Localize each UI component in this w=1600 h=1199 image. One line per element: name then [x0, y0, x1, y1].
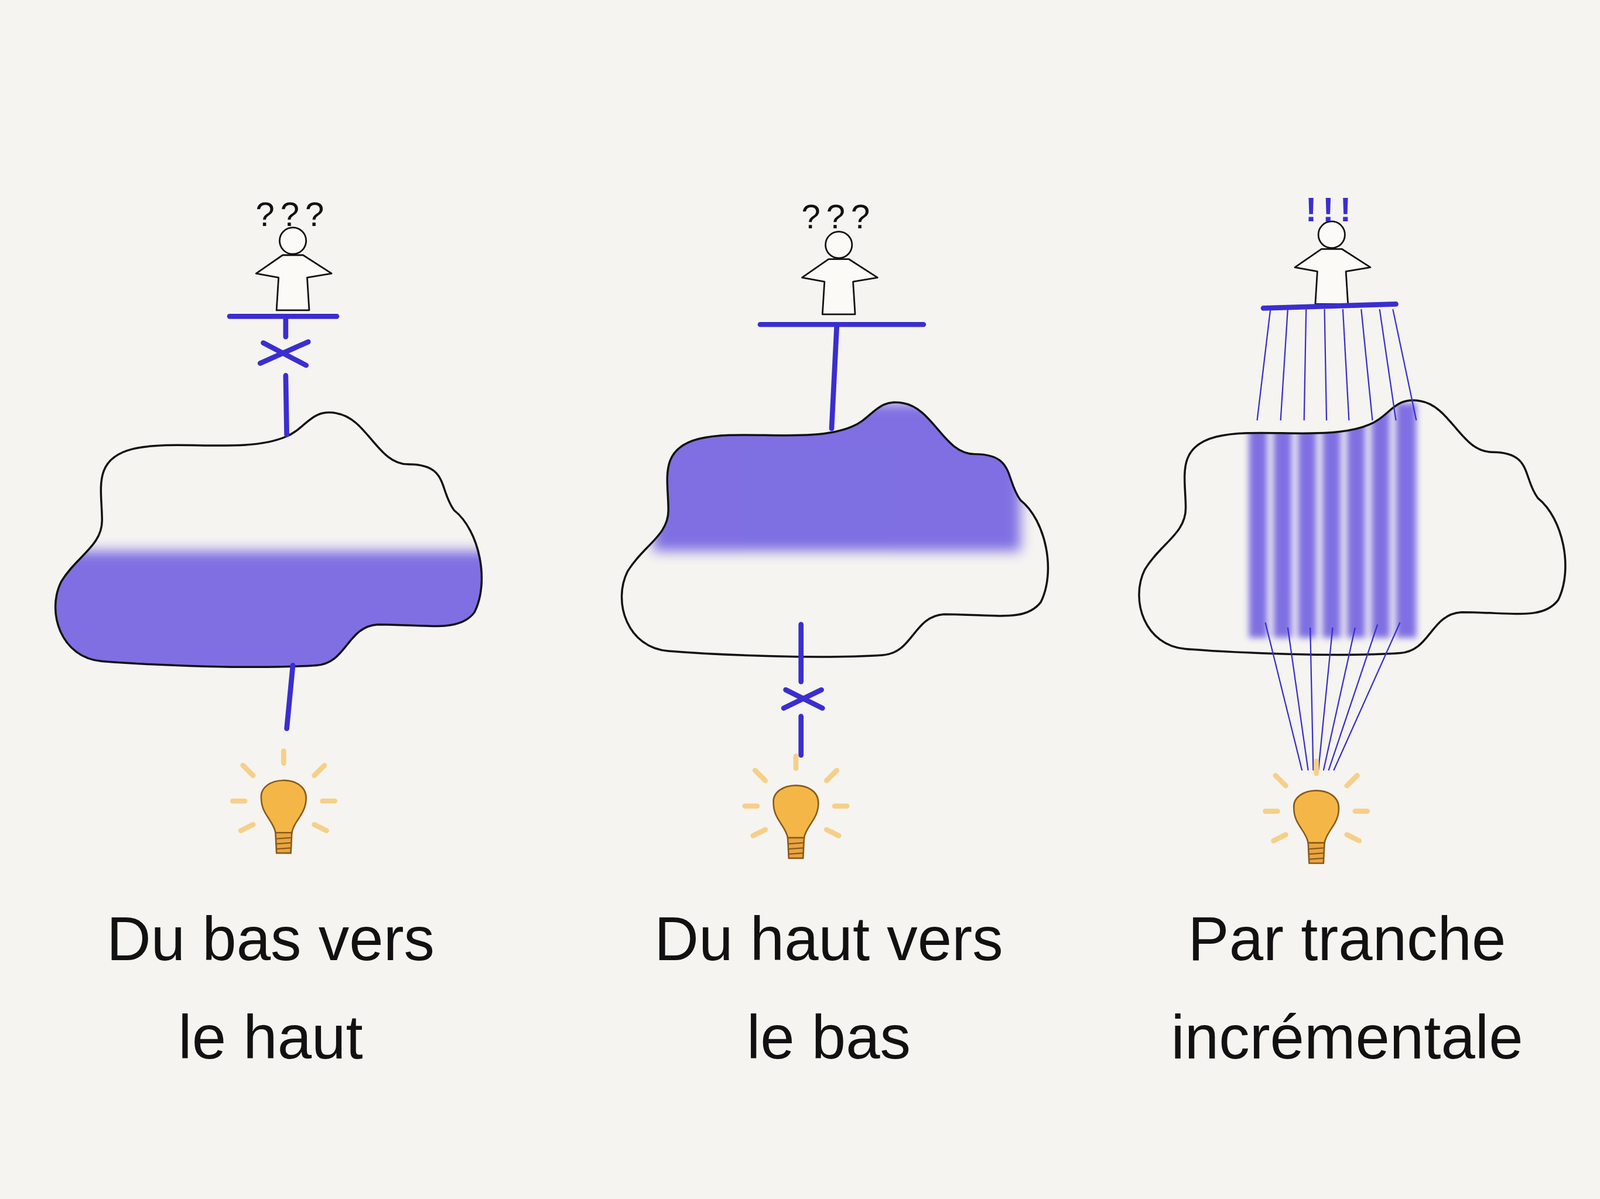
question-marks: ???: [234, 187, 352, 242]
exclamation-marks: !!!: [1272, 182, 1390, 238]
question-marks: ???: [780, 189, 898, 245]
caption: Du haut vers le bas: [638, 890, 1020, 1087]
caption: Par tranche incrémentale: [1156, 890, 1538, 1087]
caption: Du bas vers le haut: [80, 890, 461, 1087]
